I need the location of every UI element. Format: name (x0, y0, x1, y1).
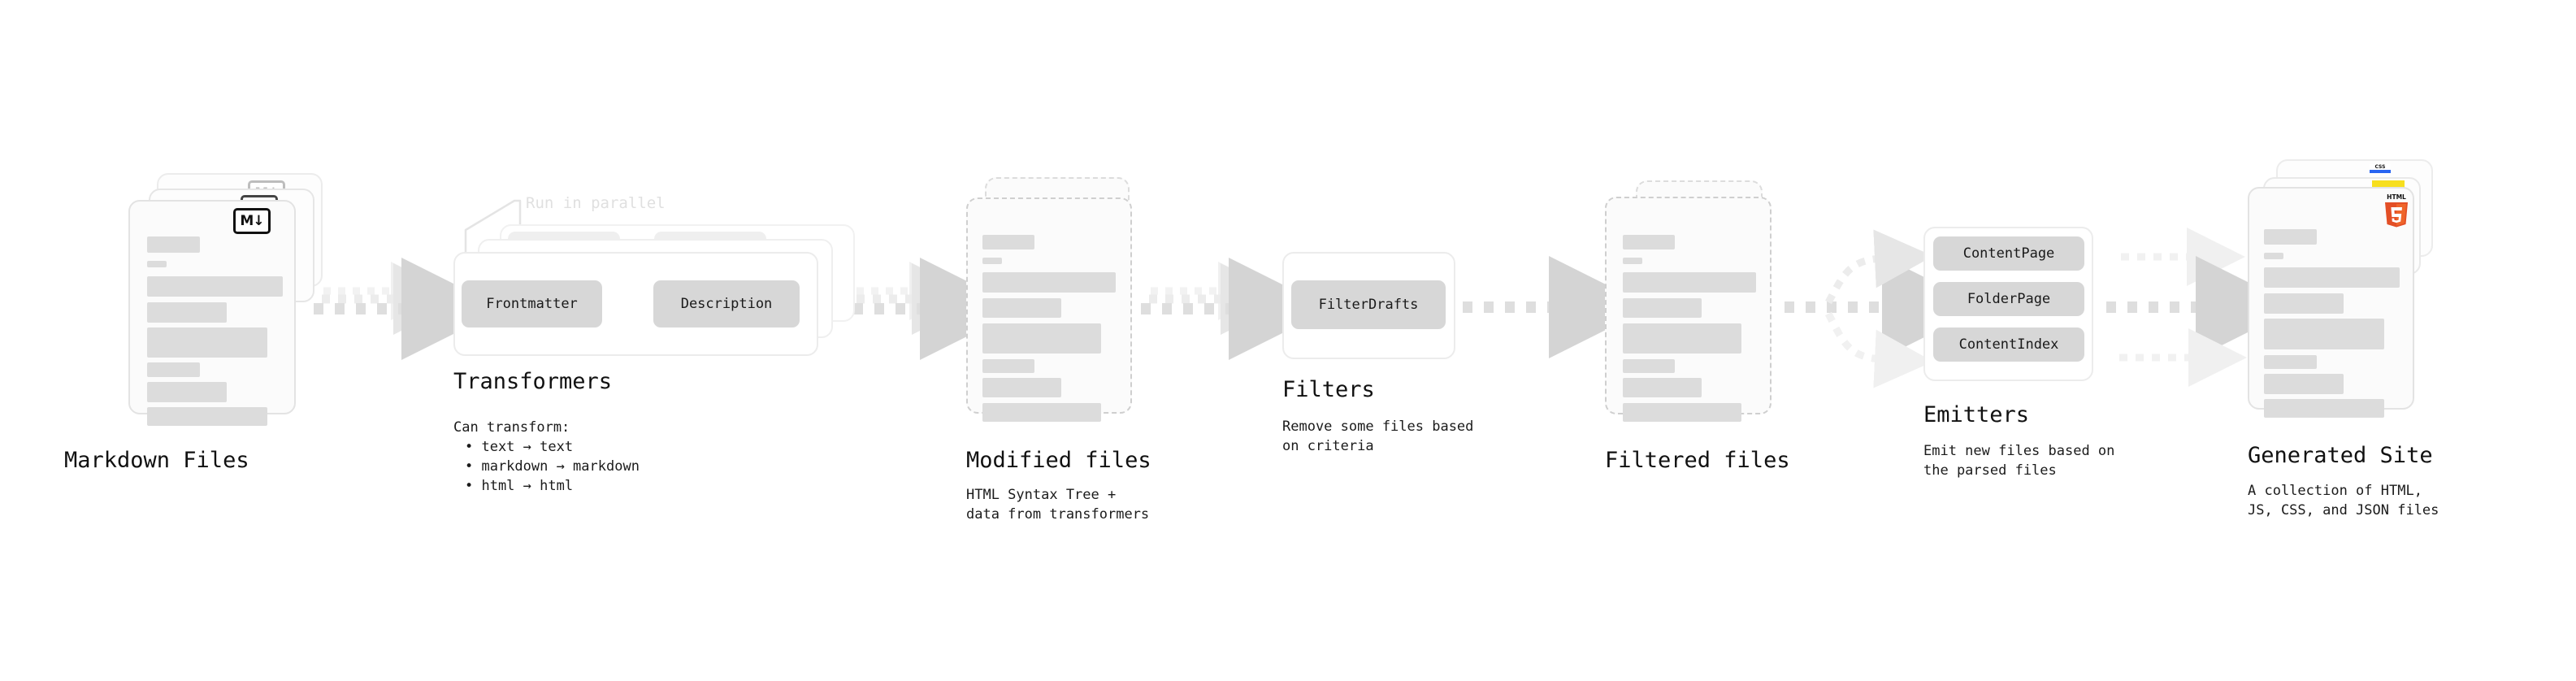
transformer-chip-frontmatter[interactable]: Frontmatter (462, 280, 602, 327)
arrow-modified-to-filters (1141, 258, 1331, 360)
skeleton-line (2264, 293, 2344, 314)
filter-chip-filterdrafts[interactable]: FilterDrafts (1291, 280, 1446, 329)
skeleton-line (982, 298, 1061, 318)
skeleton-line (147, 276, 283, 297)
skeleton-line (147, 261, 167, 267)
skeleton-line (982, 258, 1002, 264)
skeleton-line (1623, 272, 1756, 293)
transformers-subtitle: Can transform: (453, 419, 570, 436)
skeleton-line (982, 323, 1101, 354)
skeleton-line (147, 362, 200, 377)
skeleton-line (147, 236, 200, 253)
skeleton-line (2264, 374, 2344, 394)
skeleton-line (1623, 298, 1702, 318)
arrow-transformers-to-modified (832, 258, 1022, 360)
skeleton-line (2264, 267, 2400, 288)
arrow-emitters-to-site (2106, 228, 2298, 387)
run-in-parallel-label: Run in parallel (526, 194, 666, 212)
skeleton-line (1623, 235, 1675, 249)
svg-text:HTML: HTML (2387, 193, 2406, 201)
skeleton-line (1623, 258, 1642, 264)
skeleton-line (147, 407, 267, 426)
css-badge-label: CSS (2374, 164, 2386, 170)
stage-title-emitters: Emitters (1923, 402, 2030, 427)
css-badge: CSS (2370, 164, 2391, 175)
emitter-chip-contentpage[interactable]: ContentPage (1933, 236, 2084, 271)
emitter-chip-folderpage[interactable]: FolderPage (1933, 282, 2084, 316)
skeleton-line (982, 272, 1116, 293)
skeleton-line (982, 378, 1061, 397)
markdown-card-front (128, 200, 296, 426)
skeleton-line (2264, 399, 2384, 418)
skeleton-line (147, 302, 227, 323)
modified-card-front (966, 197, 1132, 422)
skeleton-line (147, 327, 267, 358)
markdown-badge: M↓ (233, 208, 271, 234)
css-badge-bar (2370, 170, 2391, 173)
filtered-card-front (1605, 197, 1772, 422)
stage-title-modified: Modified files (966, 448, 1151, 473)
skeleton-line (1623, 403, 1741, 422)
emitters-subtitle: Emit new files based on the parsed files (1923, 443, 2115, 479)
modified-subtitle: HTML Syntax Tree + data from transformer… (966, 487, 1150, 523)
skeleton-line (2264, 319, 2384, 349)
transformers-bullet-0: • text → text (465, 439, 574, 455)
stage-title-transformers: Transformers (453, 369, 613, 394)
skeleton-line (1623, 378, 1702, 397)
stage-title-generated-site: Generated Site (2248, 443, 2433, 468)
arrow-markdown-to-transformers (314, 258, 504, 360)
skeleton-line (1623, 323, 1741, 354)
skeleton-line (982, 235, 1034, 249)
skeleton-line (982, 359, 1034, 373)
generated-site-subtitle: A collection of HTML, JS, CSS, and JSON … (2248, 483, 2439, 518)
skeleton-line (982, 403, 1101, 422)
stage-title-markdown: Markdown Files (64, 448, 249, 473)
skeleton-line (2264, 355, 2317, 369)
skeleton-line (2264, 253, 2283, 259)
stage-title-filters: Filters (1282, 377, 1375, 402)
skeleton-line (1623, 359, 1675, 373)
html5-badge: HTML (2383, 192, 2410, 228)
transformer-chip-description[interactable]: Description (653, 280, 800, 327)
filters-subtitle: Remove some files based on criteria (1282, 419, 1474, 454)
run-in-parallel-bracket (464, 199, 522, 273)
site-card-front (2248, 187, 2414, 418)
transformers-bullet-2: • html → html (465, 478, 574, 494)
skeleton-line (147, 382, 227, 402)
skeleton-line (2264, 229, 2317, 245)
arrow-filtered-to-emitters (1785, 229, 1984, 388)
emitter-chip-contentindex[interactable]: ContentIndex (1933, 327, 2084, 362)
stage-title-filtered: Filtered files (1605, 448, 1790, 473)
transformers-bullet-1: • markdown → markdown (465, 458, 640, 475)
